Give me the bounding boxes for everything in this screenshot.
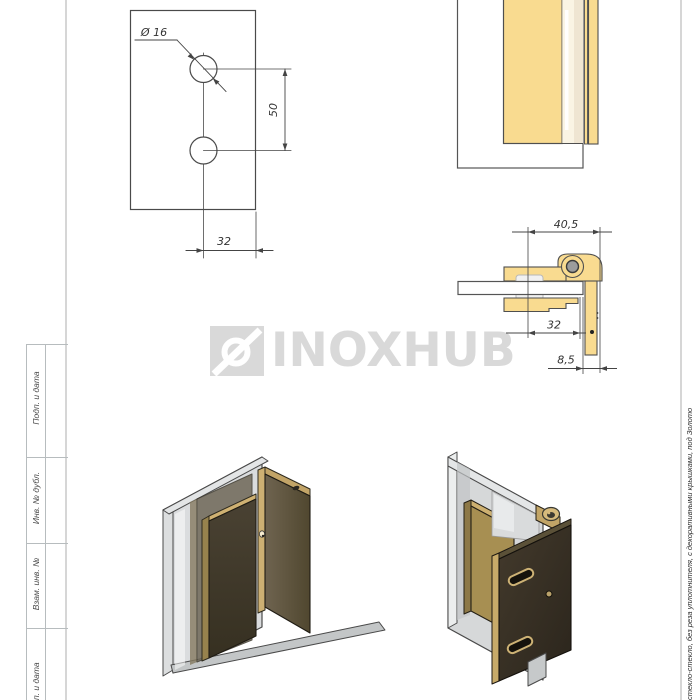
title-block-divider (45, 544, 46, 628)
section-offset-dim: 8,5 (557, 354, 575, 367)
inoxhub-logo-icon (210, 326, 264, 376)
title-block-label: Подп. и дата (31, 371, 41, 425)
watermark-text: INOXHUB (271, 323, 516, 378)
frame-right-line (680, 0, 682, 700)
title-block-divider (45, 345, 46, 457)
plate-height-dim: 50 (267, 103, 280, 117)
section-total-dim: 40,5 (554, 218, 579, 231)
title-block-label: Подп. и дата (31, 662, 41, 700)
title-block-cell: Подп. и дата (27, 629, 68, 700)
watermark: INOXHUB (210, 326, 516, 376)
section-inset-dim: 32 (547, 319, 561, 332)
iso-closed-view (447, 451, 572, 687)
plate-width-dim: 32 (217, 235, 231, 248)
margin-note: стекло-стекло, без реза уплотнителя, с д… (685, 407, 694, 700)
section-view: 40,5 32 8,5 (457, 218, 617, 374)
title-block-label: Взам. инв. № (31, 557, 41, 611)
frame-left-line (65, 0, 67, 700)
front-view (456, 0, 599, 169)
title-block: Подп. и дата Инв. № дубл. Взам. инв. № П… (26, 344, 68, 700)
title-block-divider (45, 458, 46, 543)
title-block-divider (45, 629, 46, 700)
plate-diameter-dim: Ø 16 (140, 26, 167, 39)
title-block-cell: Инв. № дубл. (27, 458, 68, 544)
title-block-cell: Взам. инв. № (27, 544, 68, 629)
title-block-cell: Подп. и дата (27, 345, 68, 458)
plate-view: Ø 16 50 32 (129, 9, 292, 259)
iso-open-view (162, 456, 386, 677)
